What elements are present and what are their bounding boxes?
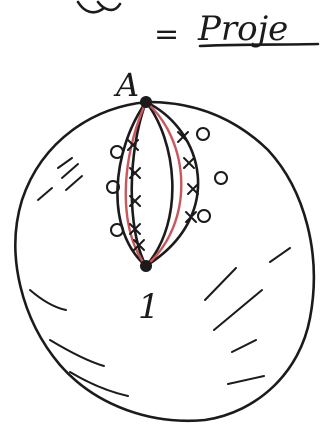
sphere-outline bbox=[15, 102, 313, 421]
point-a-dot bbox=[140, 96, 152, 108]
header-underline bbox=[200, 44, 318, 46]
equals-sign: = bbox=[154, 17, 179, 52]
right-inner-arc bbox=[146, 102, 172, 266]
header-word: Proje bbox=[197, 9, 288, 49]
cross-markers bbox=[128, 132, 198, 250]
point-bottom-dot bbox=[140, 260, 152, 272]
label-point-a: A bbox=[113, 66, 139, 104]
header-partial-glyph bbox=[78, 2, 120, 12]
label-point-bottom: 1 bbox=[138, 287, 160, 327]
shading-strokes bbox=[30, 158, 290, 396]
